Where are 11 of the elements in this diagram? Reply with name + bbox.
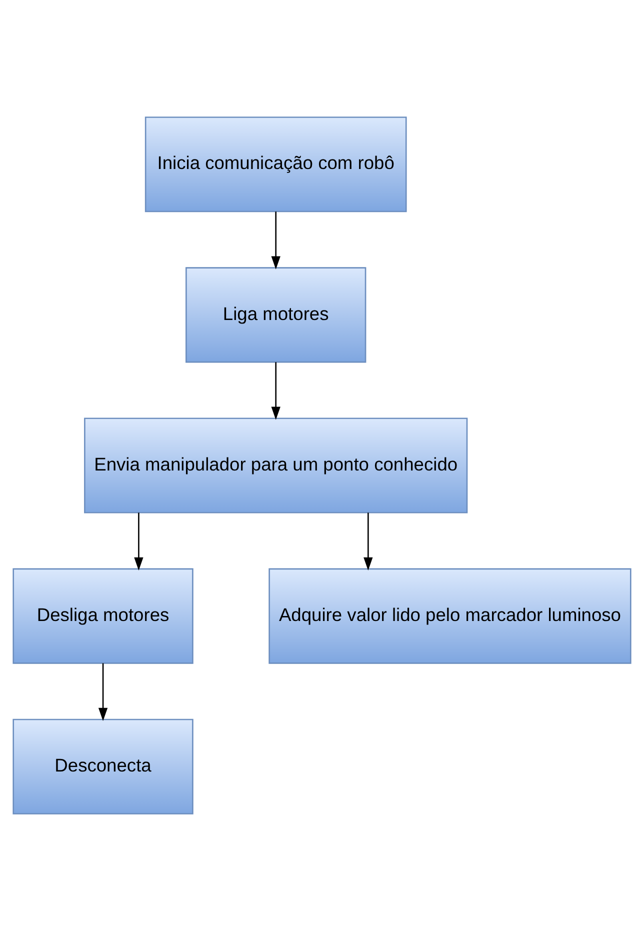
node-box: Liga motores	[186, 266, 366, 362]
arrow	[98, 662, 108, 721]
node-box: Desconecta	[12, 718, 194, 814]
node-box: Envia manipulador para um ponto conhecido	[84, 417, 468, 513]
node-box: Adquire valor lido pelo marcador luminoso	[268, 568, 632, 664]
node-box: Inicia comunicação com robô	[144, 116, 407, 212]
node-box: Desliga motores	[12, 568, 194, 664]
arrow	[134, 512, 144, 570]
arrow	[271, 211, 280, 269]
arrow	[364, 512, 373, 570]
arrow	[271, 362, 280, 420]
